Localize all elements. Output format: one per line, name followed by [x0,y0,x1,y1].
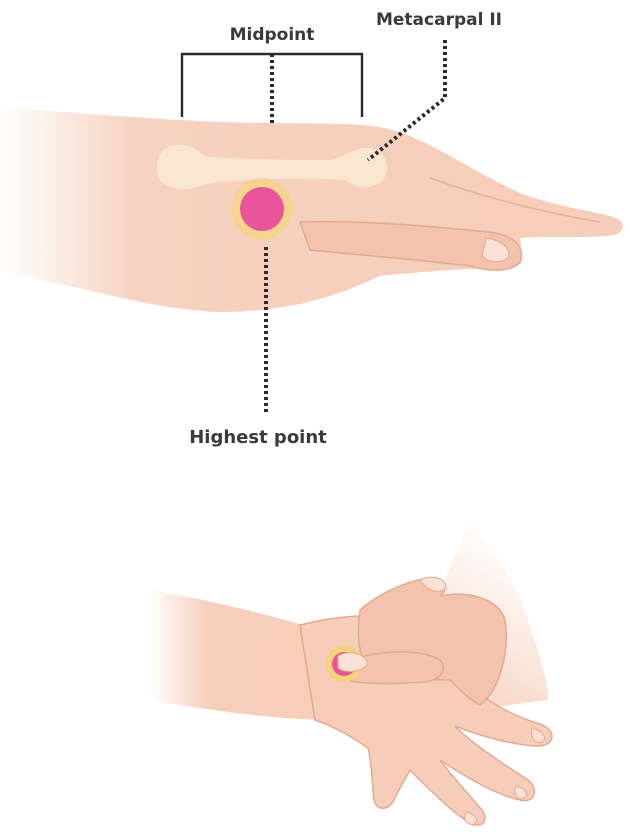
top-hand-illustration [0,108,623,312]
metacarpal-label: Metacarpal II [376,10,502,30]
bottom-hands-illustration [150,520,552,825]
midpoint-label: Midpoint [230,25,315,45]
highest-point-label: Highest point [189,427,327,448]
top-hand-shape [0,108,623,312]
acupoint-marker [240,187,284,231]
